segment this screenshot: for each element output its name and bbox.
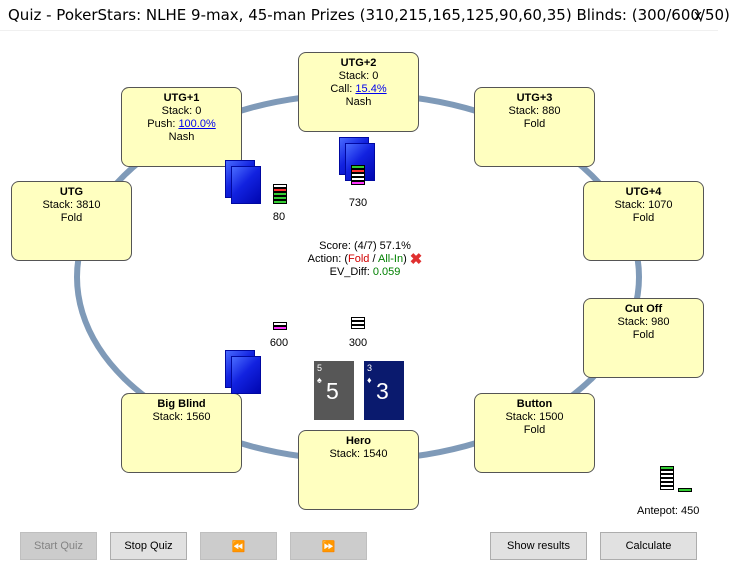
- seat-stack: Stack: 3810: [42, 199, 101, 211]
- window-title: Quiz - PokerStars: NLHE 9-max, 45-man Pr…: [8, 6, 730, 24]
- diamond-icon: ♦: [367, 375, 372, 385]
- seat-name: Button: [516, 398, 553, 410]
- seat-action: Fold: [60, 212, 83, 224]
- seat-action: Fold: [632, 212, 655, 224]
- seat-action: Fold: [523, 424, 546, 436]
- chip-stack-icon: [351, 317, 365, 329]
- action-allin: All-In: [378, 253, 404, 265]
- seat-stack: Stack: 0: [338, 70, 379, 82]
- seat-stack: Stack: 980: [617, 316, 670, 328]
- title-bar: Quiz - PokerStars: NLHE 9-max, 45-man Pr…: [0, 0, 730, 31]
- seat-stack: Stack: 1540: [329, 448, 388, 460]
- chip-stack-icon: [660, 466, 674, 490]
- ev-diff-value: 0.059: [372, 266, 401, 278]
- hero-card-1: 5 ♠ 5: [314, 361, 354, 420]
- seat-strategy: Nash: [345, 96, 372, 108]
- seat-stack: Stack: 1560: [152, 411, 211, 423]
- seat-name: UTG+1: [163, 92, 200, 104]
- seat-utg-plus-4: UTG+4 Stack: 1070 Fold: [583, 181, 704, 261]
- call-range-link[interactable]: 15.4%: [355, 83, 387, 95]
- previous-button[interactable]: ⏪: [200, 532, 277, 560]
- chip-stack-icon: [351, 165, 365, 185]
- seat-stack: Stack: 1500: [505, 411, 564, 423]
- seat-name: Hero: [345, 435, 372, 447]
- ev-diff-text: EV_Diff: 0.059: [329, 266, 401, 278]
- bet-amount-big-blind: 600: [269, 337, 289, 349]
- show-results-button[interactable]: Show results: [490, 532, 587, 560]
- utg-plus-1-cards: [225, 160, 265, 205]
- seat-action: Fold: [632, 329, 655, 341]
- spade-icon: ♠: [317, 375, 322, 385]
- close-button[interactable]: x: [694, 7, 702, 24]
- seat-utg: UTG Stack: 3810 Fold: [11, 181, 132, 261]
- chip-stack-icon: [678, 488, 692, 492]
- antepot-label: Antepot: 450: [637, 505, 700, 517]
- start-quiz-button[interactable]: Start Quiz: [20, 532, 97, 560]
- seat-hero: Hero Stack: 1540: [298, 430, 419, 510]
- seat-big-blind: Big Blind Stack: 1560: [121, 393, 242, 473]
- hero-card-2: 3 ♦ 3: [364, 361, 404, 420]
- chip-stack-icon: [273, 322, 287, 330]
- card-back-icon: [231, 356, 261, 394]
- seat-cut-off: Cut Off Stack: 980 Fold: [583, 298, 704, 378]
- next-button[interactable]: ⏩: [290, 532, 367, 560]
- seat-stack: Stack: 880: [508, 105, 561, 117]
- card-back-icon: [231, 166, 261, 204]
- seat-name: UTG+3: [516, 92, 553, 104]
- stop-quiz-button[interactable]: Stop Quiz: [110, 532, 187, 560]
- bet-amount-utg-plus-2: 730: [348, 197, 368, 209]
- x-mark-icon: ✖: [409, 251, 423, 268]
- seat-strategy: Nash: [168, 131, 195, 143]
- seat-button: Button Stack: 1500 Fold: [474, 393, 595, 473]
- seat-action: Fold: [523, 118, 546, 130]
- seat-name: UTG+4: [625, 186, 662, 198]
- bet-amount-utg-plus-1: 80: [272, 211, 286, 223]
- quiz-info: Score: (4/7) 57.1% Action: (Fold / All-I…: [280, 240, 450, 279]
- seat-name: Cut Off: [624, 303, 663, 315]
- action-text: Action: (Fold / All-In)✖: [307, 251, 423, 268]
- seat-utg-plus-3: UTG+3 Stack: 880 Fold: [474, 87, 595, 167]
- seat-name: UTG+2: [340, 57, 377, 69]
- seat-stack: Stack: 0: [161, 105, 202, 117]
- calculate-button[interactable]: Calculate: [600, 532, 697, 560]
- chip-stack-icon: [273, 184, 287, 204]
- seat-utg-plus-2: UTG+2 Stack: 0 Call: 15.4% Nash: [298, 52, 419, 132]
- score-text: Score: (4/7) 57.1%: [319, 240, 411, 252]
- action-fold: Fold: [348, 253, 370, 265]
- seat-action: Push: 100.0%: [147, 118, 216, 130]
- seat-name: Big Blind: [157, 398, 206, 410]
- seat-utg-plus-1: UTG+1 Stack: 0 Push: 100.0% Nash: [121, 87, 242, 167]
- big-blind-cards: [225, 350, 265, 395]
- push-range-link[interactable]: 100.0%: [178, 118, 216, 130]
- seat-action: Call: 15.4%: [330, 83, 387, 95]
- seat-stack: Stack: 1070: [614, 199, 673, 211]
- seat-name: UTG: [59, 186, 84, 198]
- bet-amount-small-blind: 300: [348, 337, 368, 349]
